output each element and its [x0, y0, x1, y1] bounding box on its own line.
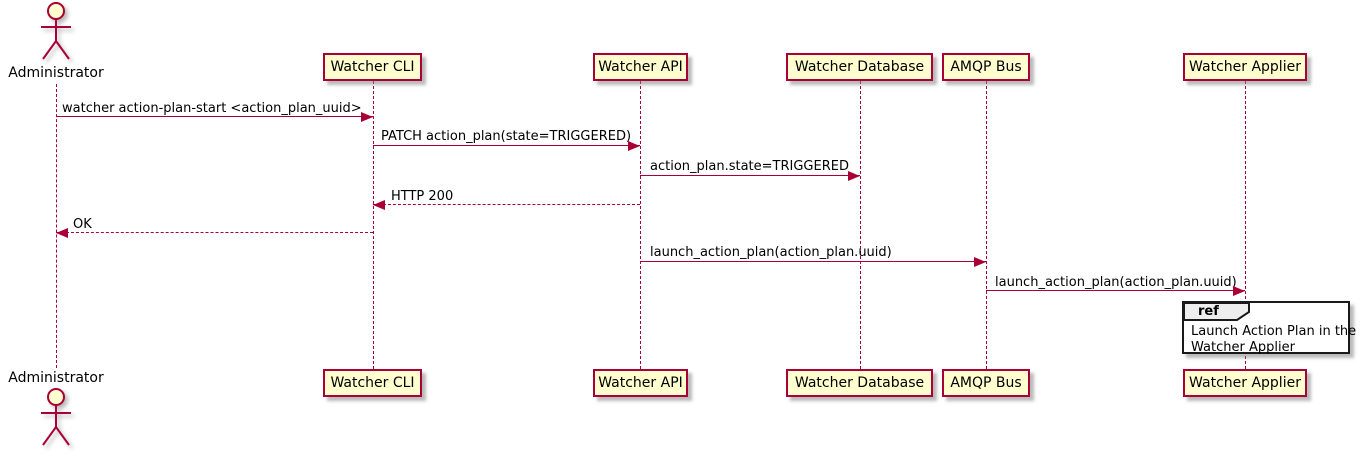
- message-line-4: [373, 204, 640, 205]
- actor-administrator-top: Administrator: [8, 65, 104, 81]
- ref-tab-label: ref: [1198, 304, 1219, 319]
- message-line-6: [640, 261, 986, 262]
- arrowhead-6: [974, 257, 986, 267]
- arrowhead-2: [628, 141, 640, 151]
- participant-watcher-database-bottom: Watcher Database: [786, 369, 933, 397]
- message-label-6: launch_action_plan(action_plan.uuid): [650, 245, 892, 260]
- participant-watcher-applier-top: Watcher Applier: [1183, 53, 1307, 81]
- lifeline-watcher-api: [640, 81, 641, 369]
- arrowhead-4: [373, 200, 385, 210]
- participant-watcher-cli-bottom: Watcher CLI: [323, 369, 422, 397]
- participant-watcher-api-top: Watcher API: [593, 53, 688, 81]
- actor-figure-icon: [41, 2, 71, 60]
- lifeline-amqp-bus: [986, 81, 987, 369]
- actor-administrator-bottom: Administrator: [8, 370, 104, 386]
- ref-fragment: ref Launch Action Plan in the Watcher Ap…: [1182, 301, 1356, 355]
- arrowhead-5: [56, 228, 68, 238]
- actor-figure-icon-bottom: [41, 388, 71, 446]
- participant-watcher-applier-bottom: Watcher Applier: [1183, 369, 1307, 397]
- message-line-3: [640, 175, 860, 176]
- participant-amqp-bus-top: AMQP Bus: [942, 53, 1030, 81]
- ref-text-line2: Watcher Applier: [1191, 340, 1295, 355]
- lifeline-watcher-cli: [373, 81, 374, 369]
- message-label-3: action_plan.state=TRIGGERED: [650, 159, 849, 174]
- message-label-7: launch_action_plan(action_plan.uuid): [995, 275, 1237, 290]
- lifeline-administrator: [56, 84, 57, 368]
- ref-tab-shape: [1183, 302, 1250, 321]
- message-label-4: HTTP 200: [391, 189, 454, 204]
- message-line-7: [986, 290, 1245, 291]
- message-line-2: [373, 145, 640, 146]
- lifeline-watcher-applier: [1245, 81, 1246, 369]
- arrowhead-7: [1233, 286, 1245, 296]
- message-label-5: OK: [73, 217, 92, 232]
- ref-text: Launch Action Plan in the Watcher Applie…: [1191, 324, 1356, 356]
- participant-watcher-database-top: Watcher Database: [786, 53, 933, 81]
- arrowhead-1: [361, 112, 373, 122]
- message-label-2: PATCH action_plan(state=TRIGGERED): [381, 129, 632, 144]
- ref-text-line1: Launch Action Plan in the: [1191, 324, 1357, 339]
- message-line-1: [56, 116, 373, 117]
- arrowhead-3: [848, 171, 860, 181]
- lifeline-watcher-database: [860, 81, 861, 369]
- message-line-5: [56, 232, 373, 233]
- participant-watcher-api-bottom: Watcher API: [593, 369, 688, 397]
- message-label-1: watcher action-plan-start <action_plan_u…: [62, 101, 362, 116]
- participant-amqp-bus-bottom: AMQP Bus: [942, 369, 1030, 397]
- participant-watcher-cli-top: Watcher CLI: [323, 53, 422, 81]
